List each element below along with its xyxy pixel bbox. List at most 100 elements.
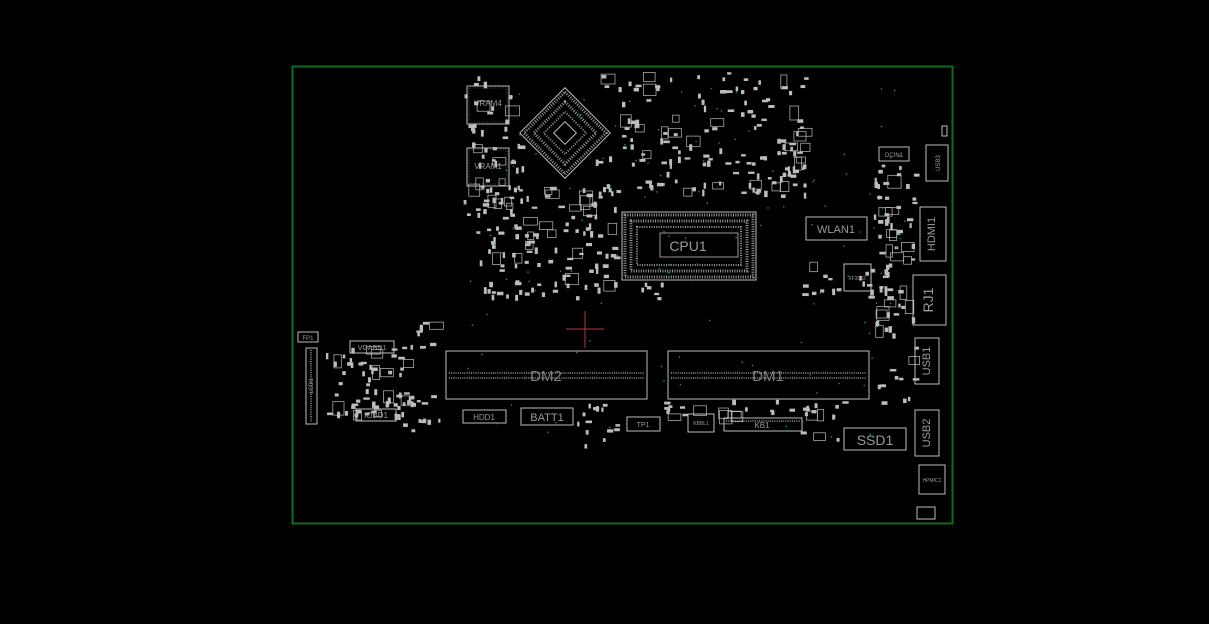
smd-part[interactable] [811, 291, 817, 296]
smd-part[interactable] [486, 188, 490, 194]
smd-part[interactable] [704, 129, 709, 133]
smd-part[interactable] [477, 212, 481, 218]
smd-part[interactable] [514, 281, 522, 286]
smd-part[interactable] [492, 252, 501, 265]
smd-part[interactable] [741, 90, 745, 95]
smd-part[interactable] [883, 182, 890, 185]
smd-part[interactable] [643, 72, 656, 82]
smd-part[interactable] [566, 283, 570, 289]
smd-part[interactable] [903, 398, 907, 404]
smd-part[interactable] [823, 274, 828, 278]
smd-part[interactable] [579, 190, 594, 206]
smd-part[interactable] [411, 429, 416, 433]
fp1-connector[interactable]: FP1 [297, 331, 319, 343]
smd-part[interactable] [503, 196, 513, 207]
smd-part[interactable] [859, 275, 862, 281]
smd-part[interactable] [641, 287, 645, 293]
smd-part[interactable] [781, 151, 787, 155]
smd-part[interactable] [802, 284, 809, 288]
smd-part[interactable] [347, 362, 353, 366]
smd-part[interactable] [912, 378, 920, 381]
smd-part[interactable] [356, 409, 362, 414]
smd-part[interactable] [365, 346, 381, 355]
smd-part[interactable] [909, 223, 912, 229]
smd-part[interactable] [552, 289, 559, 293]
smd-part[interactable] [534, 247, 538, 254]
smd-part[interactable] [602, 264, 609, 268]
smd-part[interactable] [388, 370, 393, 375]
smd-part[interactable] [373, 367, 378, 371]
smd-part[interactable] [593, 407, 600, 411]
smd-part[interactable] [660, 138, 664, 145]
smd-part[interactable] [663, 132, 668, 135]
smd-part[interactable] [906, 183, 910, 190]
smd-part[interactable] [886, 264, 890, 271]
smd-part[interactable] [391, 348, 398, 351]
smd-part[interactable] [614, 428, 620, 432]
smd-part[interactable] [748, 171, 755, 174]
smd-part[interactable] [550, 186, 557, 191]
smd-part[interactable] [480, 129, 484, 137]
vram4-component[interactable]: VRAM4 [466, 85, 510, 125]
smd-part[interactable] [870, 268, 876, 273]
smd-part[interactable] [628, 81, 632, 87]
smd-part[interactable] [899, 166, 902, 171]
smd-part[interactable] [684, 157, 691, 160]
smd-part[interactable] [727, 72, 732, 75]
smd-part[interactable] [756, 124, 762, 127]
smd-part[interactable] [646, 286, 652, 290]
smd-part[interactable] [702, 189, 705, 197]
smd-part[interactable] [631, 162, 635, 167]
smd-part[interactable] [630, 120, 637, 125]
smd-part[interactable] [792, 183, 798, 187]
smd-part[interactable] [767, 177, 772, 180]
smd-part[interactable] [584, 284, 588, 290]
smd-part[interactable] [792, 166, 796, 173]
smd-part[interactable] [524, 260, 529, 264]
smd-part[interactable] [524, 292, 530, 296]
smd-part[interactable] [373, 405, 380, 409]
smd-part[interactable] [879, 251, 886, 255]
smd-part[interactable] [747, 109, 754, 114]
smd-part[interactable] [515, 167, 519, 174]
smd-part[interactable] [664, 401, 671, 405]
corner-pad[interactable] [916, 506, 936, 520]
smd-part[interactable] [514, 253, 523, 264]
smd-part[interactable] [893, 313, 900, 316]
smd-part[interactable] [896, 173, 902, 177]
smd-part[interactable] [727, 410, 742, 419]
smd-part[interactable] [597, 234, 604, 238]
smd-part[interactable] [349, 358, 353, 363]
smd-part[interactable] [800, 85, 806, 89]
smd-part[interactable] [780, 194, 786, 198]
smd-part[interactable] [403, 392, 410, 395]
smd-part[interactable] [515, 294, 519, 301]
smd-part[interactable] [646, 99, 652, 102]
smd-part[interactable] [761, 99, 768, 103]
smd-part[interactable] [616, 190, 622, 194]
smd-part[interactable] [514, 263, 518, 269]
smd-part[interactable] [609, 156, 613, 163]
smd-part[interactable] [366, 383, 370, 387]
smd-part[interactable] [512, 252, 516, 258]
smd-part[interactable] [884, 286, 888, 293]
smd-part[interactable] [877, 195, 881, 200]
smd-part[interactable] [613, 207, 617, 213]
smd-part[interactable] [802, 293, 809, 297]
smd-part[interactable] [519, 145, 526, 150]
smd-part[interactable] [403, 359, 414, 368]
smd-part[interactable] [789, 142, 796, 146]
smd-part[interactable] [476, 100, 491, 112]
smd-part[interactable] [777, 151, 781, 156]
smd-part[interactable] [751, 162, 756, 166]
smd-part[interactable] [483, 81, 488, 89]
smd-part[interactable] [496, 291, 504, 296]
smd-part[interactable] [597, 287, 601, 294]
smd-part[interactable] [719, 410, 733, 425]
smd-part[interactable] [502, 136, 509, 140]
smd-part[interactable] [358, 362, 364, 366]
smd-part[interactable] [614, 282, 618, 288]
smd-part[interactable] [470, 127, 475, 132]
smd-part[interactable] [508, 95, 513, 99]
smd-part[interactable] [431, 395, 437, 399]
